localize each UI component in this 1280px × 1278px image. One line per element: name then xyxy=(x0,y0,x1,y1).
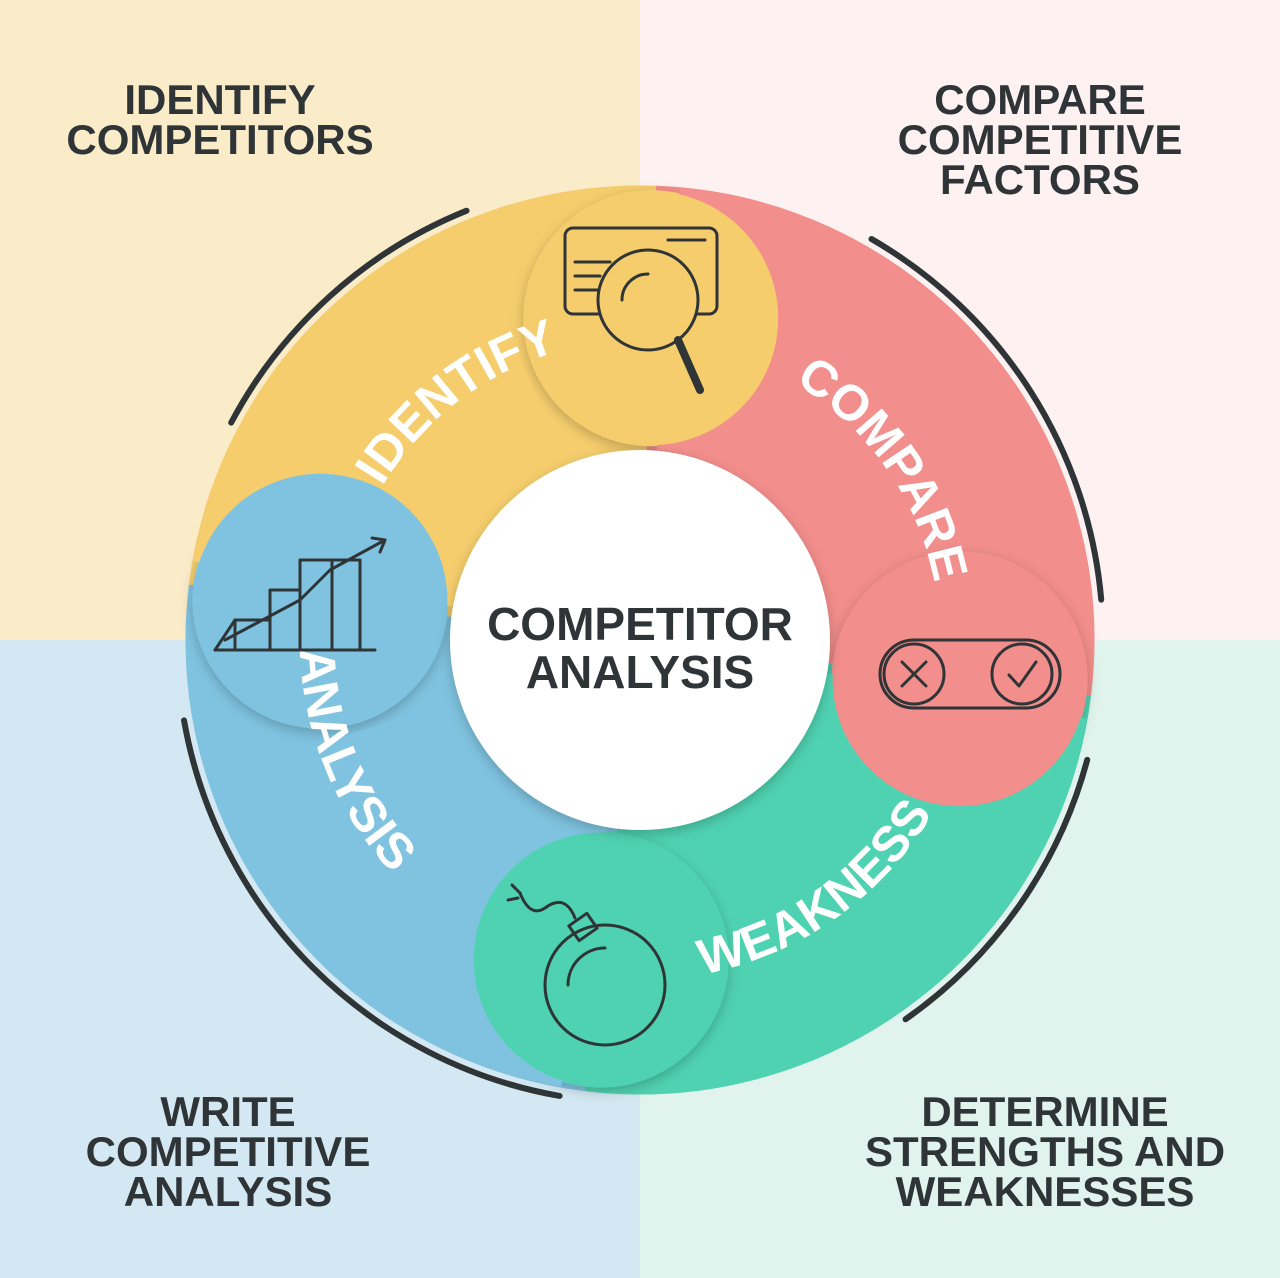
title-line: IDENTIFY xyxy=(124,76,315,123)
title-line: COMPARE xyxy=(934,76,1146,123)
title-line: FACTORS xyxy=(940,156,1140,203)
quadrant-title-top-right: COMPARE COMPETITIVE FACTORS xyxy=(898,76,1183,203)
bomb-icon xyxy=(506,883,667,1047)
quadrant-title-bottom-left: WRITE COMPETITIVE ANALYSIS xyxy=(86,1088,371,1215)
band-head-fill-compare xyxy=(832,552,1087,807)
title-line: COMPETITIVE xyxy=(898,116,1183,163)
quadrant-title-top-left: IDENTIFY COMPETITORS xyxy=(66,76,373,163)
title-line: COMPETITORS xyxy=(66,116,373,163)
outer-arcs xyxy=(181,207,1105,1099)
cycle-bands xyxy=(185,185,1095,1095)
outer-arc xyxy=(868,236,1105,603)
center-title-line: ANALYSIS xyxy=(526,646,754,698)
center-title-line: COMPETITOR xyxy=(487,598,793,650)
center-circle xyxy=(450,450,830,830)
browser-search-icon xyxy=(563,226,719,394)
outer-arc xyxy=(902,756,1091,1023)
title-line: STRENGTHS AND xyxy=(865,1128,1225,1175)
quadrant-title-bottom-right: DETERMINE STRENGTHS AND WEAKNESSES xyxy=(865,1088,1225,1215)
band-head-fill-analysis xyxy=(193,473,448,728)
title-line: WRITE xyxy=(160,1088,295,1135)
growth-chart-icon xyxy=(213,536,387,652)
title-line: COMPETITIVE xyxy=(86,1128,371,1175)
title-line: DETERMINE xyxy=(921,1088,1168,1135)
band-head-fill-weakness xyxy=(473,832,728,1087)
title-line: ANALYSIS xyxy=(124,1168,333,1215)
title-line: WEAKNESSES xyxy=(896,1168,1195,1215)
outer-arc xyxy=(181,717,563,1099)
outer-arc xyxy=(228,207,470,426)
toggle-check-cross-icon xyxy=(878,638,1062,710)
